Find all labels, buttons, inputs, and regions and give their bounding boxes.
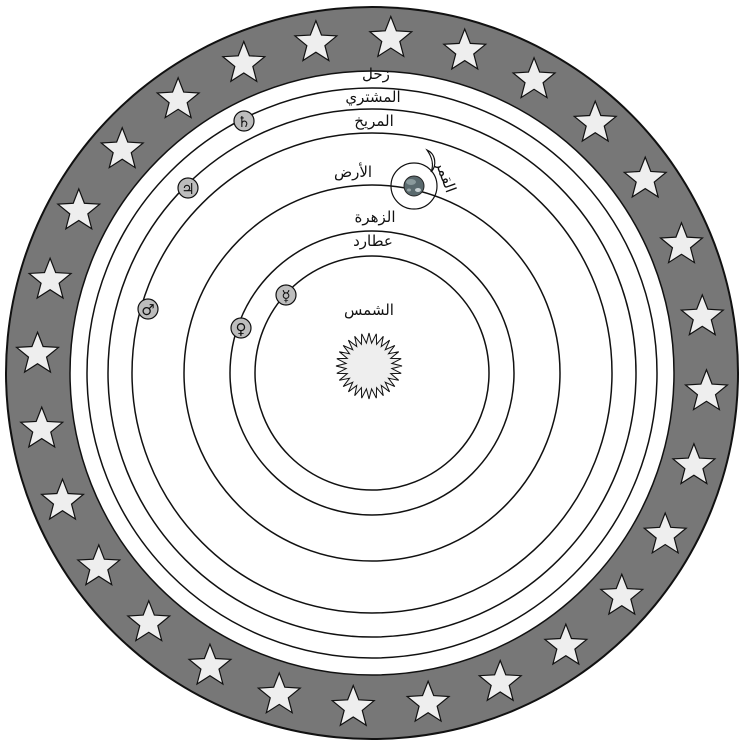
label-mars: المريخ xyxy=(354,112,394,130)
mars-symbol: ♂ xyxy=(141,301,154,319)
label-jupiter: المشتري xyxy=(345,88,400,107)
label-venus: الزهرة xyxy=(354,208,395,226)
planet-venus: ♀ xyxy=(231,318,251,338)
earth-icon xyxy=(404,176,424,196)
label-earth: الأرض xyxy=(334,162,372,181)
planet-jupiter: ♃ xyxy=(178,178,198,198)
label-sun: الشمس xyxy=(344,301,394,319)
label-saturn: زحل xyxy=(362,65,390,83)
mercury-symbol: ☿ xyxy=(281,287,290,305)
saturn-symbol: ♄ xyxy=(237,113,250,131)
planet-mars: ♂ xyxy=(138,299,158,319)
jupiter-symbol: ♃ xyxy=(181,180,194,198)
venus-symbol: ♀ xyxy=(236,320,247,338)
planet-saturn: ♄ xyxy=(234,111,254,131)
planet-mercury: ☿ xyxy=(276,285,296,305)
label-mercury: عطارد xyxy=(353,232,393,250)
